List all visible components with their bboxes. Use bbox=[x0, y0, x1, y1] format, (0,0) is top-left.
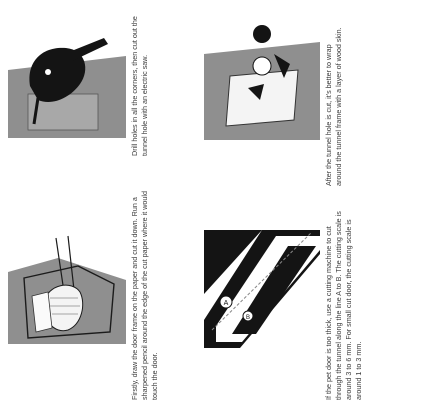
caption-step-4-text: After the tunnel hole is cut, it's bette… bbox=[324, 22, 344, 186]
caption-step-1: Firstly, draw the door frame on the pape… bbox=[130, 176, 186, 400]
illustration-wrap-frame bbox=[204, 24, 320, 140]
marker-a-label: A bbox=[224, 300, 229, 307]
caption-step-2-text: Drill holes in all the corners, then cut… bbox=[130, 6, 150, 156]
illustration-cut-tunnel: A B bbox=[204, 230, 320, 348]
caption-step-3-text: If the pet door is too thick, use a cutt… bbox=[324, 206, 364, 400]
caption-step-2: Drill holes in all the corners, then cut… bbox=[130, 6, 186, 156]
caption-step-3: If the pet door is too thick, use a cutt… bbox=[324, 206, 388, 400]
caption-step-1-text: Firstly, draw the door frame on the pape… bbox=[130, 176, 160, 400]
illustration-drill-holes bbox=[8, 26, 126, 138]
marker-b-label: B bbox=[246, 315, 250, 321]
caption-step-4: After the tunnel hole is cut, it's bette… bbox=[324, 22, 388, 186]
illustration-draw-frame bbox=[8, 232, 126, 344]
